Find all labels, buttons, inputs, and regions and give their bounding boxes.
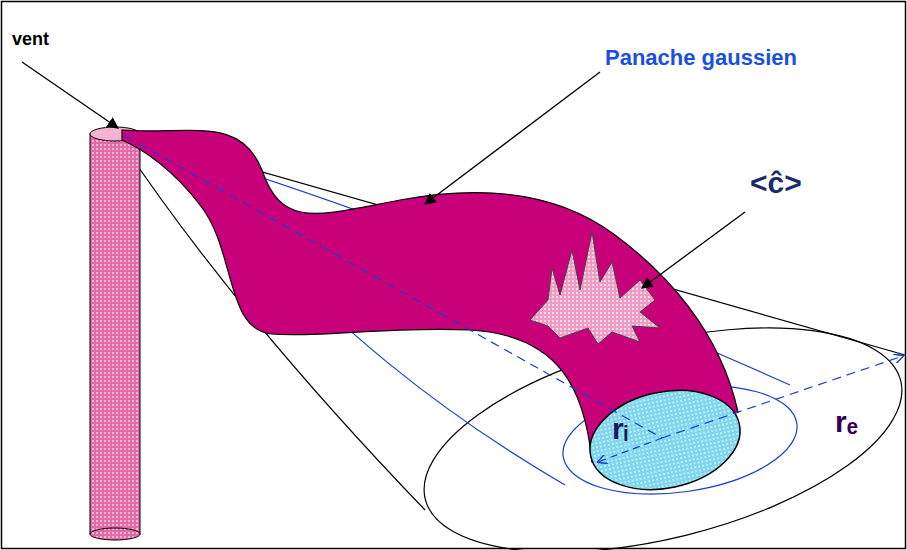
- mean-concentration-label: <ĉ>: [750, 166, 802, 199]
- plume-leader: [425, 72, 600, 204]
- wind-label: vent: [12, 30, 49, 50]
- plume-label: Panache gaussien: [605, 46, 797, 70]
- inner-radius-label: rᵢ: [612, 412, 628, 445]
- inner-radius: [598, 438, 662, 462]
- concentration-peaks: [530, 232, 660, 344]
- wind-arrow: [22, 62, 118, 128]
- outer-radius: [662, 356, 903, 438]
- concentration-leader: [642, 212, 745, 288]
- plume-axis: [125, 136, 662, 438]
- section-ellipse: [581, 377, 750, 503]
- chimney: [90, 127, 140, 540]
- outer-radius-label: rₑ: [835, 405, 858, 438]
